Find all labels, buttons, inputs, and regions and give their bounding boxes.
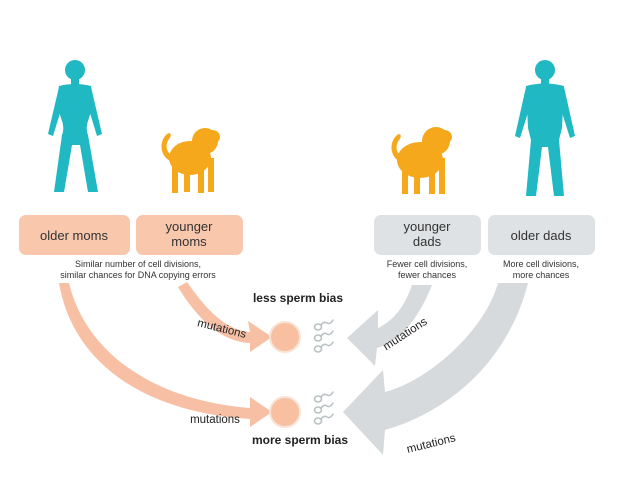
older-dads-arrow <box>343 283 528 455</box>
older-moms-label: older moms <box>40 228 108 243</box>
older-moms-arrow <box>59 283 272 427</box>
younger-moms-label-line1: younger <box>166 219 214 234</box>
younger-moms-box: younger moms <box>136 215 243 255</box>
woman-silhouette-icon <box>48 60 102 192</box>
moms-note-line1: Similar number of cell divisions, <box>75 259 201 269</box>
older-moms-box: older moms <box>19 215 130 255</box>
macaque-icon <box>161 128 220 193</box>
younger-moms-label-line2: moms <box>171 234 207 249</box>
sperm-cells-icon <box>313 319 334 353</box>
younger-dads-box: younger dads <box>374 215 481 255</box>
egg-cell-icon <box>269 321 301 353</box>
older-dads-box: older dads <box>488 215 595 255</box>
mutations-label-older-dads: mutations <box>406 432 458 456</box>
younger-dads-arrow <box>347 285 432 366</box>
mutations-label-older-moms: mutations <box>190 414 240 426</box>
younger-dads-label-line1: younger <box>404 219 452 234</box>
macaque-icon <box>391 127 452 194</box>
older-dads-label: older dads <box>511 228 572 243</box>
mutations-label-younger-moms: mutations <box>196 317 248 341</box>
older-dads-note-line2: more chances <box>513 270 570 280</box>
younger-dads-note-line2: fewer chances <box>398 270 457 280</box>
older-dads-note-line1: More cell divisions, <box>503 259 579 269</box>
younger-moms-arrow <box>178 282 272 352</box>
man-silhouette-icon <box>515 60 575 196</box>
moms-note-line2: similar chances for DNA copying errors <box>60 270 216 280</box>
sperm-cells-icon <box>313 391 334 425</box>
egg-cell-icon <box>269 396 301 428</box>
more-sperm-bias-label: more sperm bias <box>252 433 348 447</box>
less-sperm-bias-label: less sperm bias <box>253 291 343 305</box>
younger-dads-note-line1: Fewer cell divisions, <box>387 259 468 269</box>
younger-dads-label-line2: dads <box>413 234 442 249</box>
